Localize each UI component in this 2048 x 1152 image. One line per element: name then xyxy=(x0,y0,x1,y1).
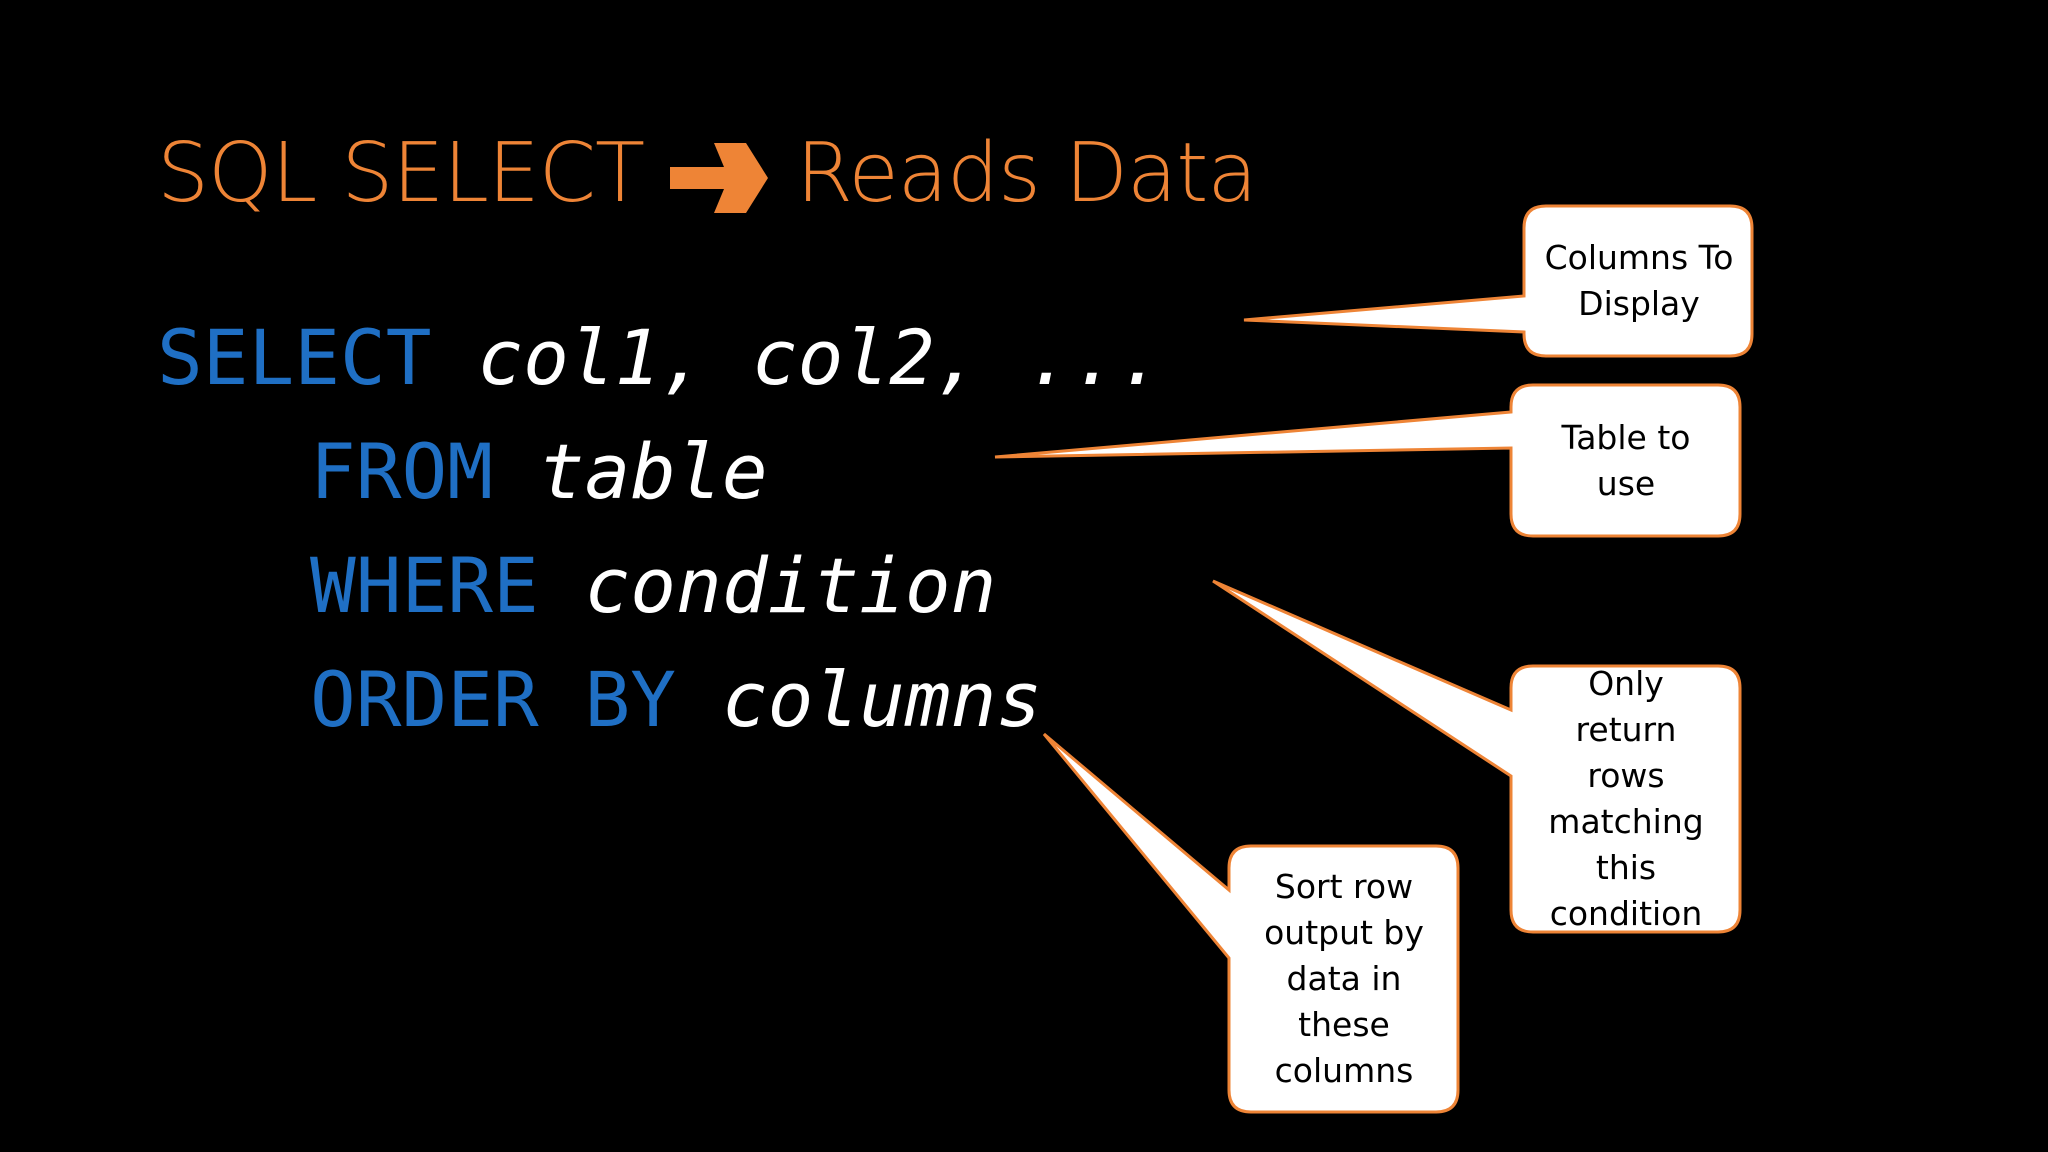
callout-columns-shape xyxy=(1243,204,1754,358)
code-line-select: SELECT col1, col2, ... xyxy=(157,310,1164,406)
title-left-text: SQL SELECT xyxy=(157,125,645,221)
select-argument: col1, col2, ... xyxy=(477,313,1164,402)
where-argument: condition xyxy=(584,541,997,630)
callout-where-shape xyxy=(1212,579,1742,934)
callout-columns-label: Columns To Display xyxy=(1544,238,1734,323)
keyword-from: FROM xyxy=(310,427,494,516)
from-argument: table xyxy=(538,427,768,516)
slide-title: SQL SELECT Reads Data xyxy=(157,118,1258,228)
keyword-order-by: ORDER BY xyxy=(310,655,677,744)
callout-order-label: Sort row output by data in these columns xyxy=(1264,867,1424,1090)
title-right-text: Reads Data xyxy=(796,125,1258,221)
keyword-where: WHERE xyxy=(310,541,539,630)
keyword-select: SELECT xyxy=(157,313,432,402)
callout-where-label: Only return rows matching this condition xyxy=(1548,664,1704,933)
code-line-from: FROM table xyxy=(310,424,768,520)
callout-where: Only return rows matching this condition xyxy=(1512,664,1740,933)
callout-table: Table to use xyxy=(1512,386,1740,536)
callout-table-label: Table to use xyxy=(1561,418,1691,503)
code-line-where: WHERE condition xyxy=(310,538,996,634)
order-by-argument: columns xyxy=(721,655,1043,744)
right-arrow-icon xyxy=(670,138,769,213)
callout-table-shape xyxy=(994,383,1742,538)
code-line-order-by: ORDER BY columns xyxy=(310,652,1042,748)
callout-order-shape xyxy=(1042,732,1460,1114)
callout-order: Sort row output by data in these columns xyxy=(1230,846,1458,1112)
callout-columns: Columns To Display xyxy=(1525,206,1753,356)
